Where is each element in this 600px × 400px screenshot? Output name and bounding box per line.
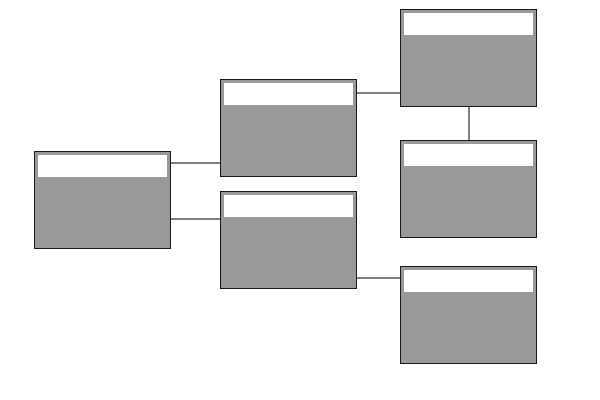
node-mid-b-body [224,221,353,285]
node-root-header [38,155,167,177]
node-leaf-b-body [404,170,533,234]
node-leaf-a[interactable] [400,9,537,107]
node-mid-b-header [224,195,353,217]
node-leaf-c[interactable] [400,266,537,364]
node-leaf-c-body [404,296,533,360]
node-root[interactable] [34,151,171,249]
node-mid-b[interactable] [220,191,357,289]
node-mid-a[interactable] [220,79,357,177]
node-leaf-b-header [404,144,533,166]
node-leaf-c-header [404,270,533,292]
node-mid-a-header [224,83,353,105]
node-leaf-a-header [404,13,533,35]
node-leaf-a-body [404,39,533,103]
node-leaf-b[interactable] [400,140,537,238]
node-mid-a-body [224,109,353,173]
node-root-body [38,181,167,245]
